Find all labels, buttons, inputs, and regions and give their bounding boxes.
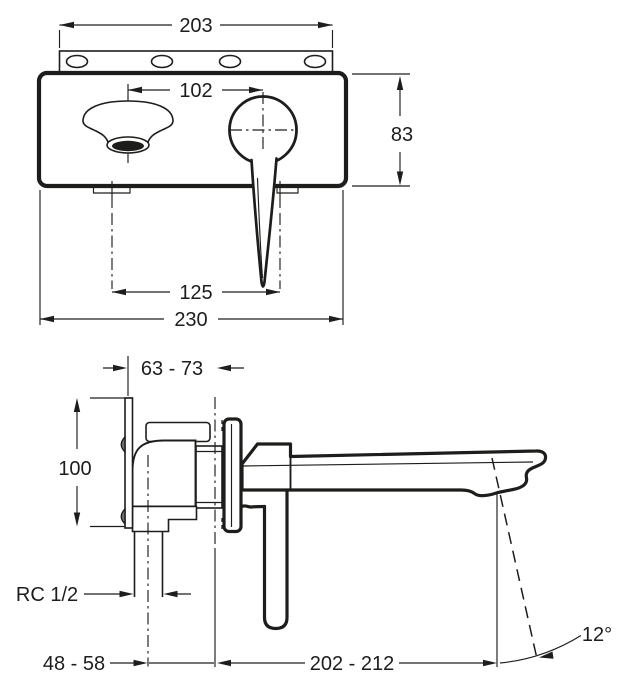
bracket-hole <box>150 54 174 69</box>
spout <box>240 442 548 498</box>
spout-inner-line <box>242 461 534 467</box>
side-view: 63 - 73 100 <box>16 356 612 675</box>
spout-escutcheon-front <box>82 100 174 154</box>
dim-spout-reach-label: 202 - 212 <box>310 653 395 675</box>
dim-wall-depth: 63 - 73 <box>103 356 244 396</box>
dim-plate-height: 83 <box>352 73 413 187</box>
water-stream-line <box>491 457 539 662</box>
escutcheon-side <box>222 417 243 534</box>
wall-mounting-plate <box>124 397 134 529</box>
dim-bracket-width-label: 203 <box>179 15 212 37</box>
dim-bracket-width: 203 <box>58 15 334 48</box>
dim-inlet-to-wall-label: 48 - 58 <box>43 653 105 675</box>
dim-inlet-thread-label: RC 1/2 <box>16 584 78 606</box>
valve-inlet-elbow <box>131 505 198 533</box>
handle-lever-side <box>262 489 289 631</box>
dim-body-height-label: 100 <box>58 458 91 480</box>
dim-stream-angle: 12° <box>499 624 612 664</box>
dim-overall-width: 230 <box>39 190 344 331</box>
dim-inlet-thread: RC 1/2 <box>16 584 191 606</box>
valve-thread-lines <box>196 450 222 504</box>
dim-connection-spacing-label: 125 <box>179 282 212 304</box>
valve-threaded-section <box>195 445 223 509</box>
dim-spout-to-handle-label: 102 <box>179 80 212 102</box>
front-view: 203 102 <box>36 15 413 331</box>
valve-body <box>131 439 197 508</box>
dim-spout-reach: 202 - 212 <box>231 653 497 675</box>
dim-connection-spacing: 125 <box>112 282 280 304</box>
dim-spout-to-handle: 102 <box>128 80 263 102</box>
dim-wall-depth-label: 63 - 73 <box>141 358 203 380</box>
dim-body-height: 100 <box>58 397 133 528</box>
handle-lever-outline <box>250 157 278 288</box>
mounting-screw <box>120 435 126 454</box>
dim-inlet-to-wall: 48 - 58 <box>43 653 231 675</box>
inlet-pipe <box>133 531 164 597</box>
mounting-screw <box>120 507 126 526</box>
valve-cap <box>145 421 211 443</box>
bracket-hole <box>303 54 327 69</box>
right-connection-tab <box>276 187 299 194</box>
bracket-hole <box>65 54 89 69</box>
spout-outlet-opening <box>112 140 144 152</box>
handle-hub-bottom <box>240 504 267 509</box>
dim-overall-width-label: 230 <box>174 309 207 331</box>
dim-plate-height-label: 83 <box>391 124 413 146</box>
mounting-bracket <box>58 50 334 73</box>
bracket-hole <box>218 54 242 69</box>
dim-stream-angle-label: 12° <box>582 624 612 646</box>
handle-lever-inner-line <box>256 177 264 279</box>
